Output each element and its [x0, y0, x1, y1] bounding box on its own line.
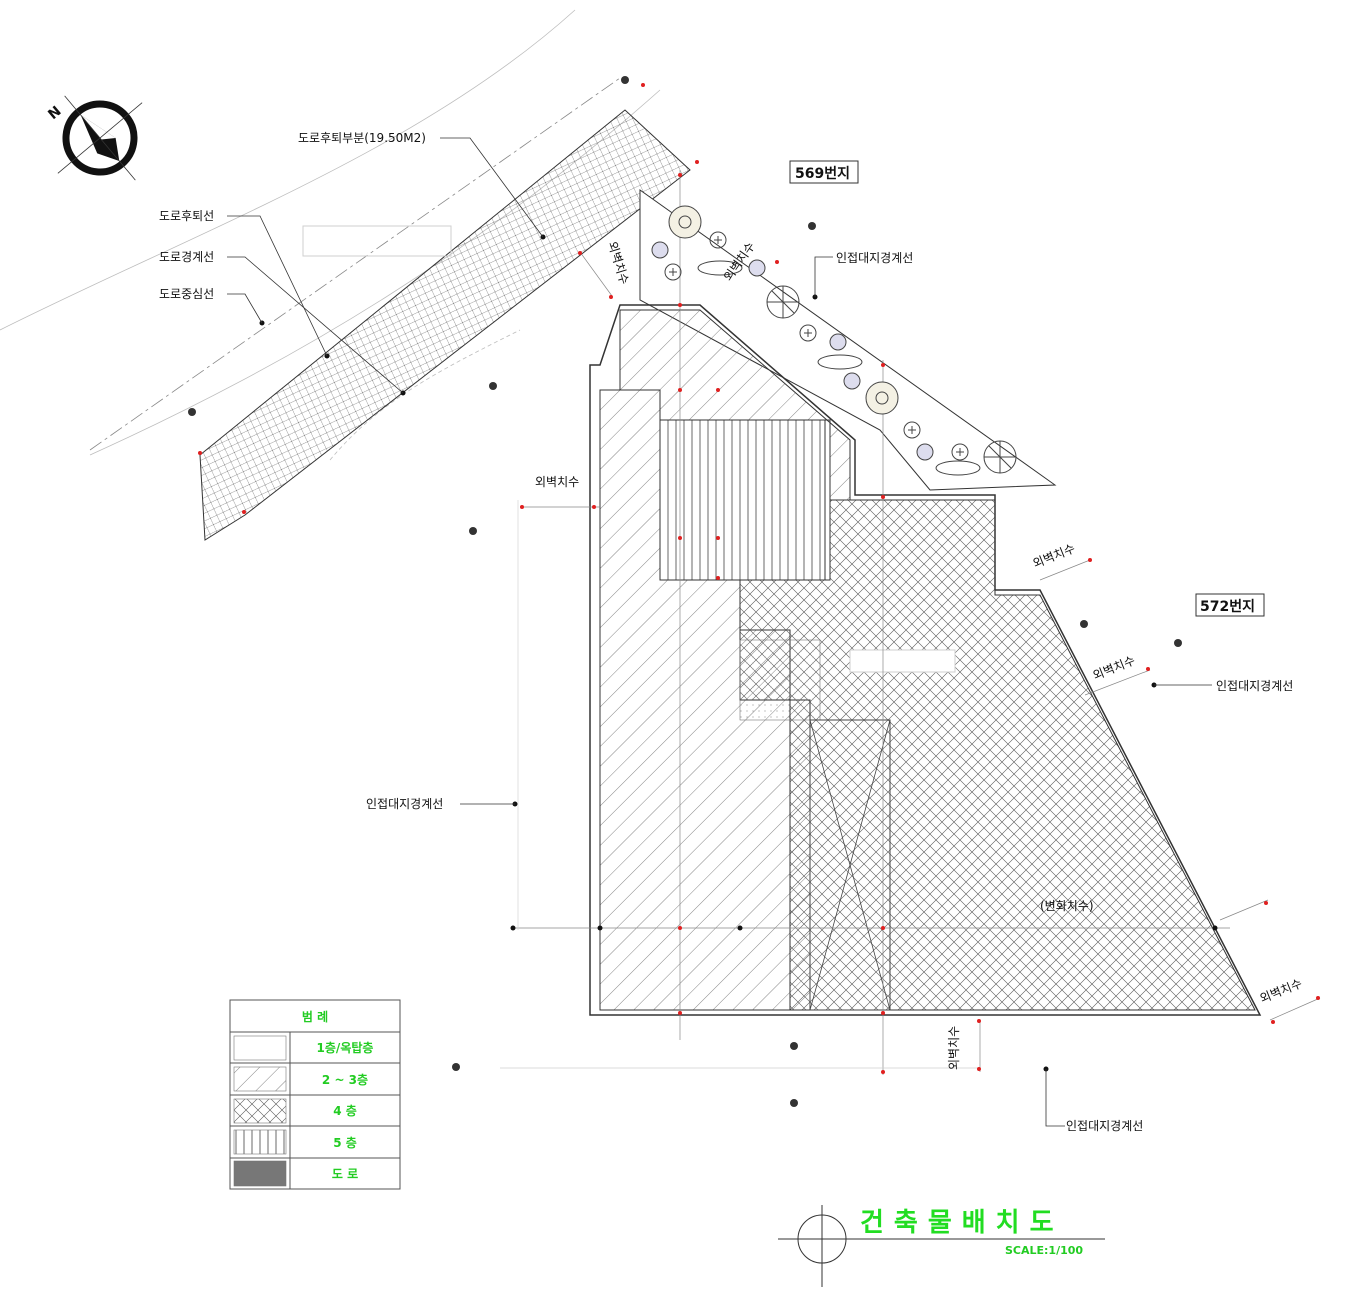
drawing-title: 건축물배치도 — [860, 1208, 1064, 1238]
legend — [229, 999, 401, 1190]
lot-box — [1195, 593, 1265, 617]
adjacent-boundary-label: 인접대지경계선 — [836, 251, 913, 265]
road-setback-area-label: 도로후퇴부분(19.50M2) — [298, 131, 426, 145]
legend-item-label: 2 ~ 3층 — [322, 1072, 368, 1087]
road-center-line — [89, 77, 621, 451]
lot-box — [789, 160, 859, 184]
exterior-dimension-label: 외벽치수 — [947, 1026, 961, 1070]
adjacent-boundary-label: 인접대지경계선 — [1216, 679, 1293, 693]
building-footprint — [589, 304, 1262, 1016]
legend-item-label: 1층/옥탑층 — [317, 1040, 374, 1055]
exterior-dimension-label: 외벽치수 — [605, 240, 631, 286]
lot-number-569: 569번지 — [795, 166, 850, 182]
title-symbol — [778, 1205, 1105, 1287]
lot-number-572: 572번지 — [1200, 599, 1255, 615]
leader-lines — [227, 137, 1212, 1127]
exterior-dimension-label: 외벽치수 — [1091, 653, 1137, 683]
tree-icon — [651, 205, 1017, 476]
road-setback-line-label: 도로후퇴선 — [159, 209, 214, 223]
exterior-dimension-label: 외벽치수 — [1031, 541, 1077, 571]
faint-label-box — [302, 225, 452, 257]
legend-item-label: 5 층 — [333, 1135, 357, 1150]
road-setback-area — [199, 109, 691, 541]
adjacent-boundary-label: 인접대지경계선 — [366, 797, 443, 811]
exterior-dimension-label: 외벽치수 — [1258, 976, 1304, 1006]
dimension-lines — [500, 170, 1321, 1075]
road-center-line-label: 도로중심선 — [159, 287, 214, 301]
drawing-scale: SCALE:1/100 — [1005, 1244, 1083, 1257]
legend-item-label: 도 로 — [332, 1167, 358, 1181]
legend-header: 범 례 — [302, 1009, 328, 1024]
variable-dimension-label: (변화치수) — [1040, 899, 1094, 913]
landscape-strip — [639, 189, 1057, 491]
exterior-dimension-label: 외벽치수 — [535, 475, 579, 489]
level-marker-icon — [188, 76, 1182, 1107]
legend-item-label: 4 층 — [333, 1103, 357, 1118]
dimension-markers — [198, 83, 1320, 1074]
north-letter: N — [45, 103, 64, 123]
north-arrow-icon — [57, 95, 143, 181]
adjacent-boundary-label: 인접대지경계선 — [1066, 1119, 1143, 1133]
road-boundary-line-label: 도로경계선 — [159, 250, 214, 264]
